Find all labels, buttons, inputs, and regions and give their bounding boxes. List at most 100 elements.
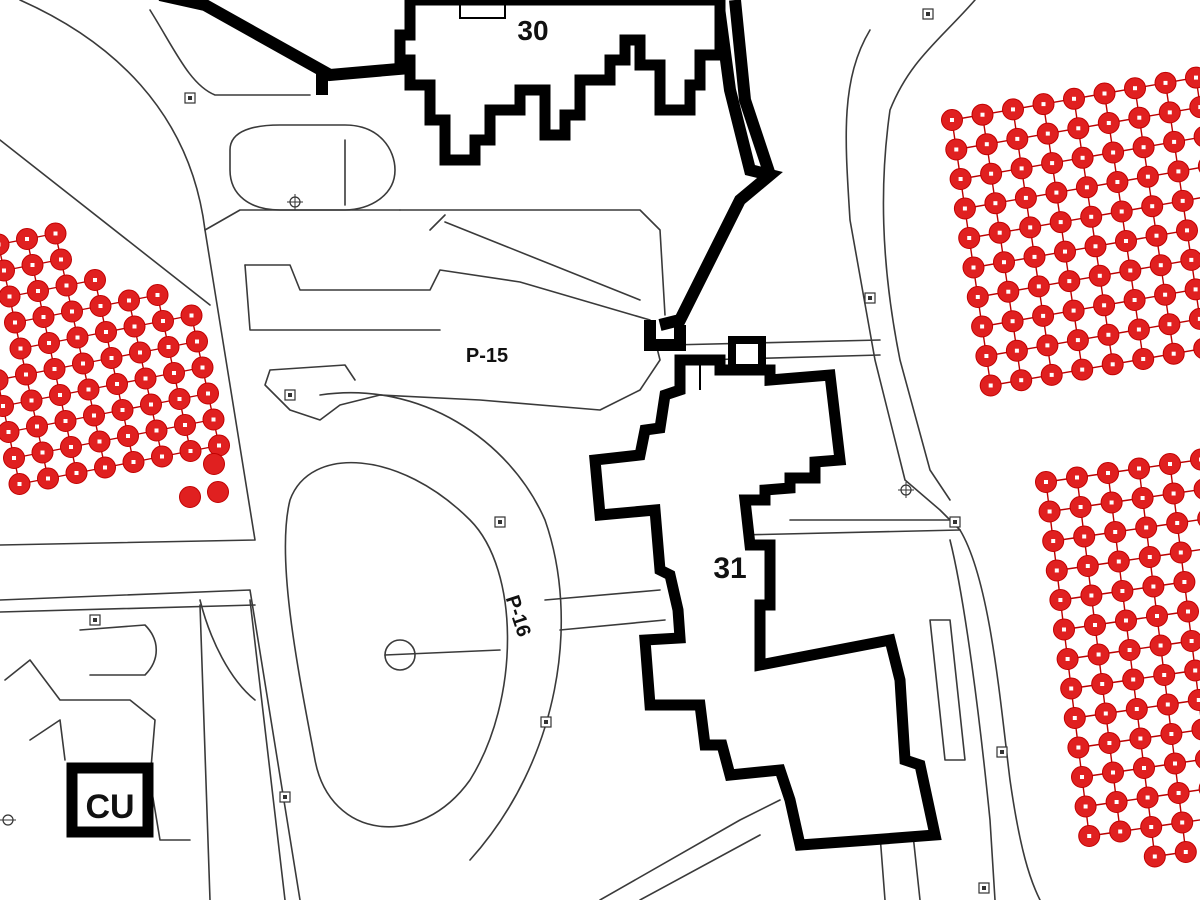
solar-panel-center bbox=[13, 320, 17, 325]
solar-panel-center bbox=[1171, 351, 1176, 356]
solar-panel bbox=[179, 486, 201, 508]
solar-panel-center bbox=[1176, 791, 1181, 795]
solar-panel-center bbox=[46, 476, 50, 481]
solar-panel-center bbox=[993, 201, 998, 206]
solar-panel-center bbox=[1084, 185, 1089, 190]
solar-panel-center bbox=[950, 118, 954, 122]
solar-panel-center bbox=[1085, 564, 1090, 568]
solar-panel-center bbox=[1023, 195, 1028, 200]
solar-panel-center bbox=[1054, 190, 1059, 195]
solar-panel-center bbox=[1107, 741, 1112, 745]
solar-panel-center bbox=[1137, 466, 1141, 471]
solar-panel-center bbox=[1158, 263, 1163, 268]
solar-panel-center bbox=[1151, 584, 1156, 589]
solar-panel-center bbox=[1100, 682, 1105, 686]
solar-panel-center bbox=[1080, 775, 1084, 779]
solar-panel-center bbox=[1036, 284, 1041, 289]
site-marker-center bbox=[953, 520, 957, 524]
solar-panel-center bbox=[1132, 298, 1137, 302]
solar-panel bbox=[207, 481, 229, 503]
building-cu[interactable]: CU bbox=[66, 762, 154, 838]
solar-panel-center bbox=[36, 289, 40, 293]
solar-panel bbox=[203, 453, 225, 475]
solar-panel-center bbox=[149, 402, 153, 407]
solar-panel-center bbox=[41, 315, 46, 319]
solar-panel-center bbox=[1089, 214, 1094, 219]
solar-panel-center bbox=[984, 354, 989, 358]
solar-panel-center bbox=[12, 456, 16, 460]
solar-panel-center bbox=[1186, 609, 1190, 614]
solar-panel-center bbox=[172, 371, 176, 375]
solar-panel-center bbox=[1173, 761, 1177, 766]
solar-panel-center bbox=[1082, 534, 1087, 539]
building-cu-label: CU bbox=[85, 788, 134, 826]
solar-panel-center bbox=[1063, 249, 1067, 254]
solar-panel bbox=[0, 369, 9, 391]
solar-panel-center bbox=[1106, 471, 1110, 475]
solar-panel-center bbox=[1097, 273, 1102, 278]
parking-p15-label[interactable]: P-15 bbox=[466, 345, 508, 367]
solar-panel-center bbox=[7, 294, 12, 299]
solar-panel-center bbox=[97, 439, 102, 444]
solar-panel-center bbox=[86, 387, 91, 392]
solar-panel-center bbox=[2, 268, 6, 273]
solar-panel-center bbox=[40, 450, 45, 455]
solar-panel-center bbox=[1062, 627, 1066, 632]
solar-panel-center bbox=[1071, 308, 1076, 313]
building-30[interactable]: 30 bbox=[394, 0, 726, 166]
solar-panel-center bbox=[126, 434, 130, 438]
solar-panel-center bbox=[1141, 357, 1146, 361]
solar-panel-center bbox=[74, 471, 79, 475]
solar-panel-center bbox=[183, 423, 187, 427]
solar-panel-center bbox=[1197, 316, 1200, 321]
solar-panel-center bbox=[1162, 673, 1167, 677]
solar-panel-center bbox=[1069, 686, 1074, 691]
connector-walls bbox=[158, 0, 783, 351]
solar-panel-center bbox=[1142, 766, 1146, 770]
solar-panel-center bbox=[24, 372, 28, 377]
solar-panel-center bbox=[1180, 198, 1185, 203]
solar-panel-center bbox=[1169, 732, 1174, 736]
building-31[interactable]: 31 bbox=[589, 336, 942, 851]
solar-panel-center bbox=[69, 445, 73, 449]
solar-panel bbox=[1193, 338, 1200, 359]
solar-panel-center bbox=[109, 356, 114, 360]
solar-panel-center bbox=[1133, 86, 1137, 91]
solar-panel-center bbox=[1150, 204, 1155, 209]
solar-panel-center bbox=[1136, 327, 1141, 332]
solar-panel-center bbox=[1075, 475, 1079, 480]
solar-panel-center bbox=[195, 339, 199, 344]
solar-panel-center bbox=[1, 404, 5, 408]
solar-panel-center bbox=[1010, 319, 1015, 324]
solar-panel-center bbox=[93, 278, 97, 282]
solar-panel-center bbox=[200, 365, 205, 370]
solar-panel-center bbox=[1185, 228, 1189, 233]
solar-panel-center bbox=[1145, 174, 1150, 179]
annex-small-building bbox=[728, 336, 766, 372]
solar-panel-center bbox=[29, 398, 34, 403]
solar-panel-center bbox=[988, 383, 993, 388]
site-marker-center bbox=[926, 12, 930, 16]
solar-panel-center bbox=[1072, 96, 1076, 101]
solar-panel-center bbox=[30, 263, 35, 267]
solar-panel-center bbox=[1175, 521, 1180, 525]
solar-array-southeast bbox=[1035, 448, 1200, 868]
solar-panel-center bbox=[1080, 155, 1085, 160]
solar-panel-center bbox=[189, 313, 194, 318]
solar-panel-center bbox=[1019, 166, 1024, 171]
solar-panel-center bbox=[1078, 505, 1083, 509]
solar-panel-center bbox=[1147, 555, 1152, 559]
solar-panel-center bbox=[1109, 500, 1114, 505]
solar-panel-center bbox=[155, 293, 160, 297]
solar-panel-center bbox=[1144, 525, 1149, 530]
solar-panel-center bbox=[1120, 589, 1125, 593]
light-pole-icons bbox=[0, 194, 914, 826]
site-marker-center bbox=[544, 720, 548, 724]
solar-panel-center bbox=[120, 408, 125, 412]
solar-panel-center bbox=[1075, 338, 1080, 343]
solar-panel-center bbox=[1193, 287, 1198, 292]
solar-panel-center bbox=[1172, 139, 1177, 144]
solar-panel-center bbox=[1189, 639, 1194, 643]
solar-panel-center bbox=[1054, 568, 1059, 573]
